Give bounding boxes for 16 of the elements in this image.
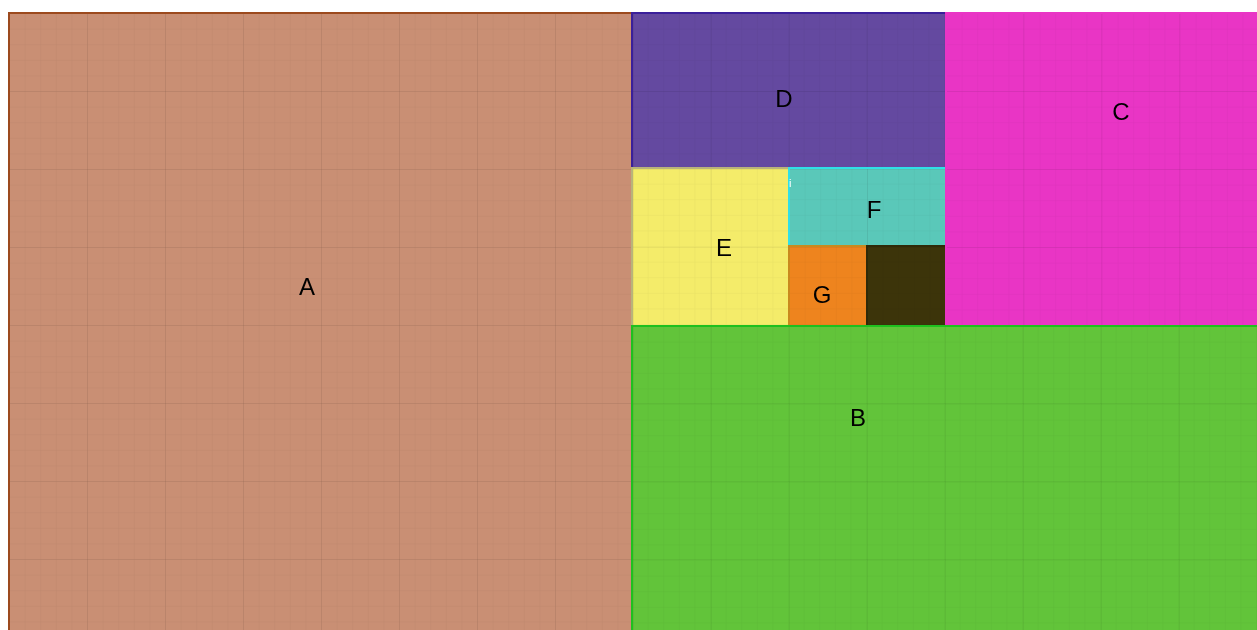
region-label: C [1112,100,1130,124]
region-label: G [812,283,832,307]
region-label: D [775,87,793,111]
region-block [8,12,631,630]
region-label: B [850,406,866,430]
region-block [631,167,788,325]
region-label: F [866,198,882,222]
region-block [788,167,945,245]
region-block [631,12,945,167]
region-label: A [299,275,315,299]
region-block [945,12,1257,325]
region-label: E [716,236,732,260]
region-block [788,245,866,325]
filled-block [866,245,945,325]
region-block [631,325,1257,630]
small-mark-text: i [789,178,792,189]
